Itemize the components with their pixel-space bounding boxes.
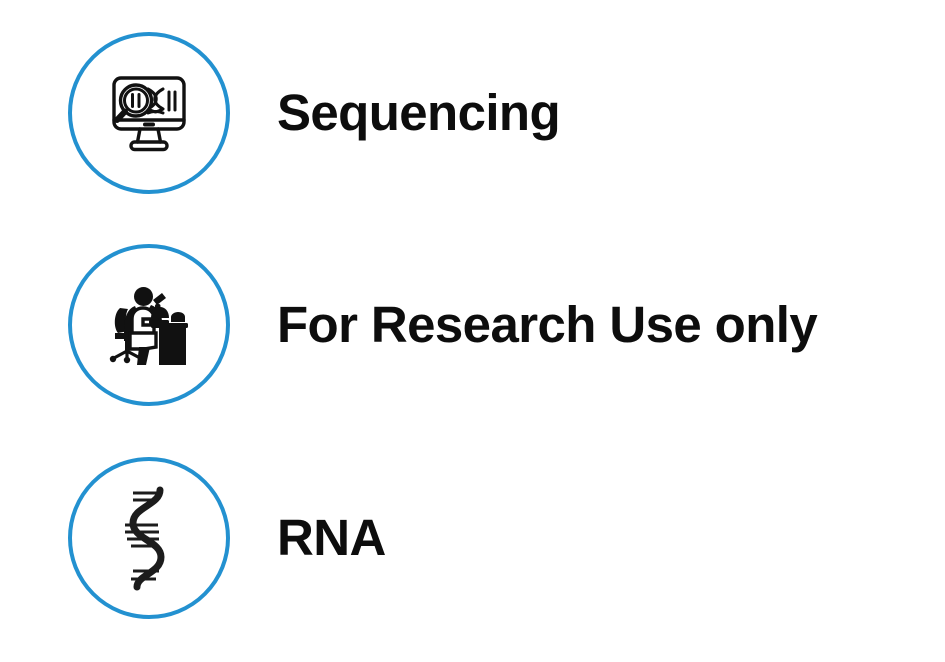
icon-badge-rna [68, 457, 230, 619]
icon-badge-research [68, 244, 230, 406]
feature-row: For Research Use only [0, 240, 945, 410]
feature-row: RNA [0, 453, 945, 623]
researcher-microscope-icon [99, 275, 199, 375]
rna-strand-icon [111, 483, 187, 593]
feature-row: Sequencing [0, 28, 945, 198]
feature-label-sequencing: Sequencing [277, 84, 561, 142]
feature-label-rna: RNA [277, 509, 386, 567]
icon-badge-sequencing [68, 32, 230, 194]
feature-label-research-use: For Research Use only [277, 296, 818, 354]
dna-sequencing-monitor-icon [101, 65, 197, 161]
